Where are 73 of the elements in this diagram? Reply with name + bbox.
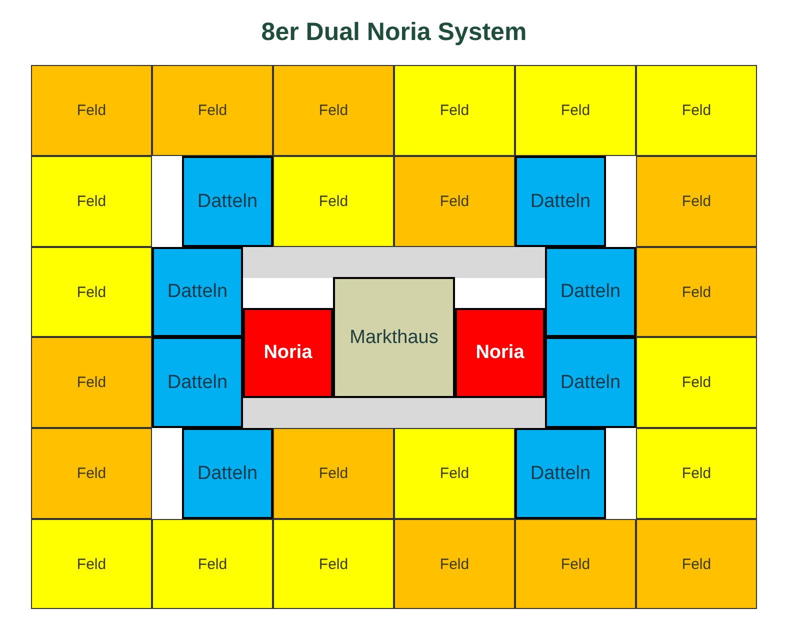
walkway-band [243,398,545,428]
cell-label: Feld [440,193,470,210]
field-cell [636,519,757,609]
cell-label: Feld [318,465,348,482]
walkway-band [243,247,545,278]
cell-label: Feld [76,465,106,482]
cell-label: Feld [76,556,106,572]
field-cell [394,519,515,609]
field-cell [515,65,636,156]
cell-label: Datteln [197,462,258,484]
cell-label: Feld [76,193,106,210]
cell-label: Noria [476,342,524,364]
cell-label: Feld [682,465,712,482]
field-cell [636,428,757,519]
field-cell [31,519,152,609]
field-cell [394,65,515,156]
field-cell [273,65,394,156]
cell-label: Feld [318,556,348,572]
dates-plot [152,247,243,337]
market-house [333,277,455,398]
diagram-title: 8er Dual Noria System [260,18,528,47]
field-cell [31,247,152,337]
field-cell [31,65,152,156]
cell-label: Feld [682,102,712,119]
field-cell [152,519,273,609]
noria-box [455,308,545,398]
cell-label: Feld [560,556,590,572]
field-cell [273,519,394,609]
field-cell [636,156,757,247]
field-cell [152,65,273,156]
cell-label: Noria [264,342,312,364]
cell-label: Feld [318,193,348,210]
dates-plot [515,156,606,247]
cell-label: Feld [440,556,470,572]
cell-label: Feld [440,102,470,119]
cell-label: Feld [76,102,106,119]
cell-label: Markthaus [350,326,438,348]
cell-label: Feld [682,374,712,391]
cell-label: Feld [440,465,470,482]
cell-label: Datteln [167,372,228,394]
field-cell [31,428,152,519]
cell-label: Datteln [560,372,621,394]
field-cell [394,428,515,519]
field-cell [394,156,515,247]
field-cell [273,156,394,247]
cell-label: Feld [198,556,228,572]
cell-label: Feld [76,374,106,391]
cell-label: Datteln [167,281,228,303]
cell-label: Datteln [197,190,258,212]
cell-label: Feld [682,556,712,572]
dates-plot [152,337,243,428]
cell-label: Datteln [530,462,591,484]
dates-plot [545,337,636,428]
field-cell [636,65,757,156]
cell-label: Feld [198,102,228,119]
field-cell [31,156,152,247]
cell-label: Feld [682,193,712,210]
noria-box [243,308,333,398]
cell-label: Datteln [530,190,591,212]
cell-label: Feld [560,102,590,119]
cell-label: Feld [318,102,348,119]
dates-plot [182,156,273,247]
cell-label: Datteln [560,281,621,303]
cell-label: Feld [682,284,712,300]
field-cell [273,428,394,519]
field-cell [515,519,636,609]
field-cell [636,247,757,337]
field-cell [31,337,152,428]
dates-plot [545,247,636,337]
dates-plot [182,428,273,519]
field-cell [636,337,757,428]
cell-label: Feld [76,284,106,300]
dates-plot [515,428,606,519]
